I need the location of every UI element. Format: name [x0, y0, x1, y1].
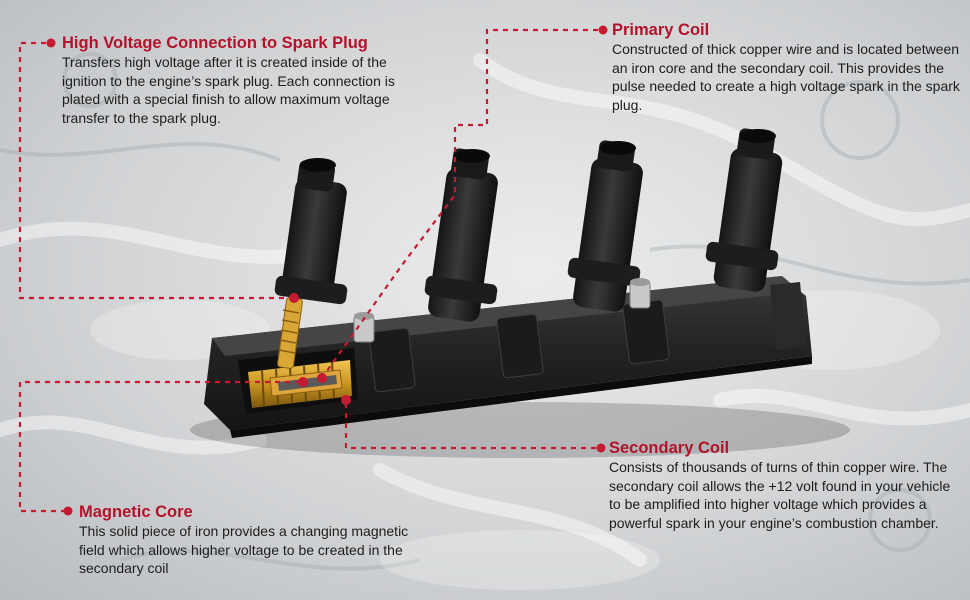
- leader-magnetic-core: [18, 380, 303, 513]
- leader-primary-coil: [321, 28, 598, 379]
- callout-high-voltage-connection: High Voltage Connection to Spark Plug Tr…: [62, 33, 432, 127]
- coil-boot-3: [567, 140, 643, 312]
- callout-title: High Voltage Connection to Spark Plug: [62, 34, 368, 52]
- callout-description: Consists of thousands of turns of thin c…: [609, 459, 951, 531]
- coil-boot-1: [274, 158, 348, 305]
- coil-boot-4: [705, 128, 783, 292]
- leader-dots: [46, 25, 608, 516]
- callout-title: Magnetic Core: [79, 503, 193, 521]
- terminal-pins: [353, 278, 651, 343]
- callout-title: Secondary Coil: [609, 439, 730, 457]
- callout-primary-coil: Primary Coil Constructed of thick copper…: [612, 20, 962, 114]
- callout-title: Primary Coil: [612, 21, 710, 39]
- callout-description: This solid piece of iron provides a chan…: [79, 523, 409, 576]
- leader-high-voltage: [18, 41, 294, 300]
- callout-description: Transfers high voltage after it is creat…: [62, 54, 395, 126]
- callout-secondary-coil: Secondary Coil Consists of thousands of …: [609, 438, 964, 532]
- coil-boot-2: [424, 148, 498, 322]
- coil-boots: [274, 128, 783, 322]
- callout-description: Constructed of thick copper wire and is …: [612, 41, 960, 113]
- callout-magnetic-core: Magnetic Core This solid piece of iron p…: [79, 502, 409, 578]
- leader-lines: [18, 28, 598, 513]
- leader-secondary-coil: [344, 400, 596, 450]
